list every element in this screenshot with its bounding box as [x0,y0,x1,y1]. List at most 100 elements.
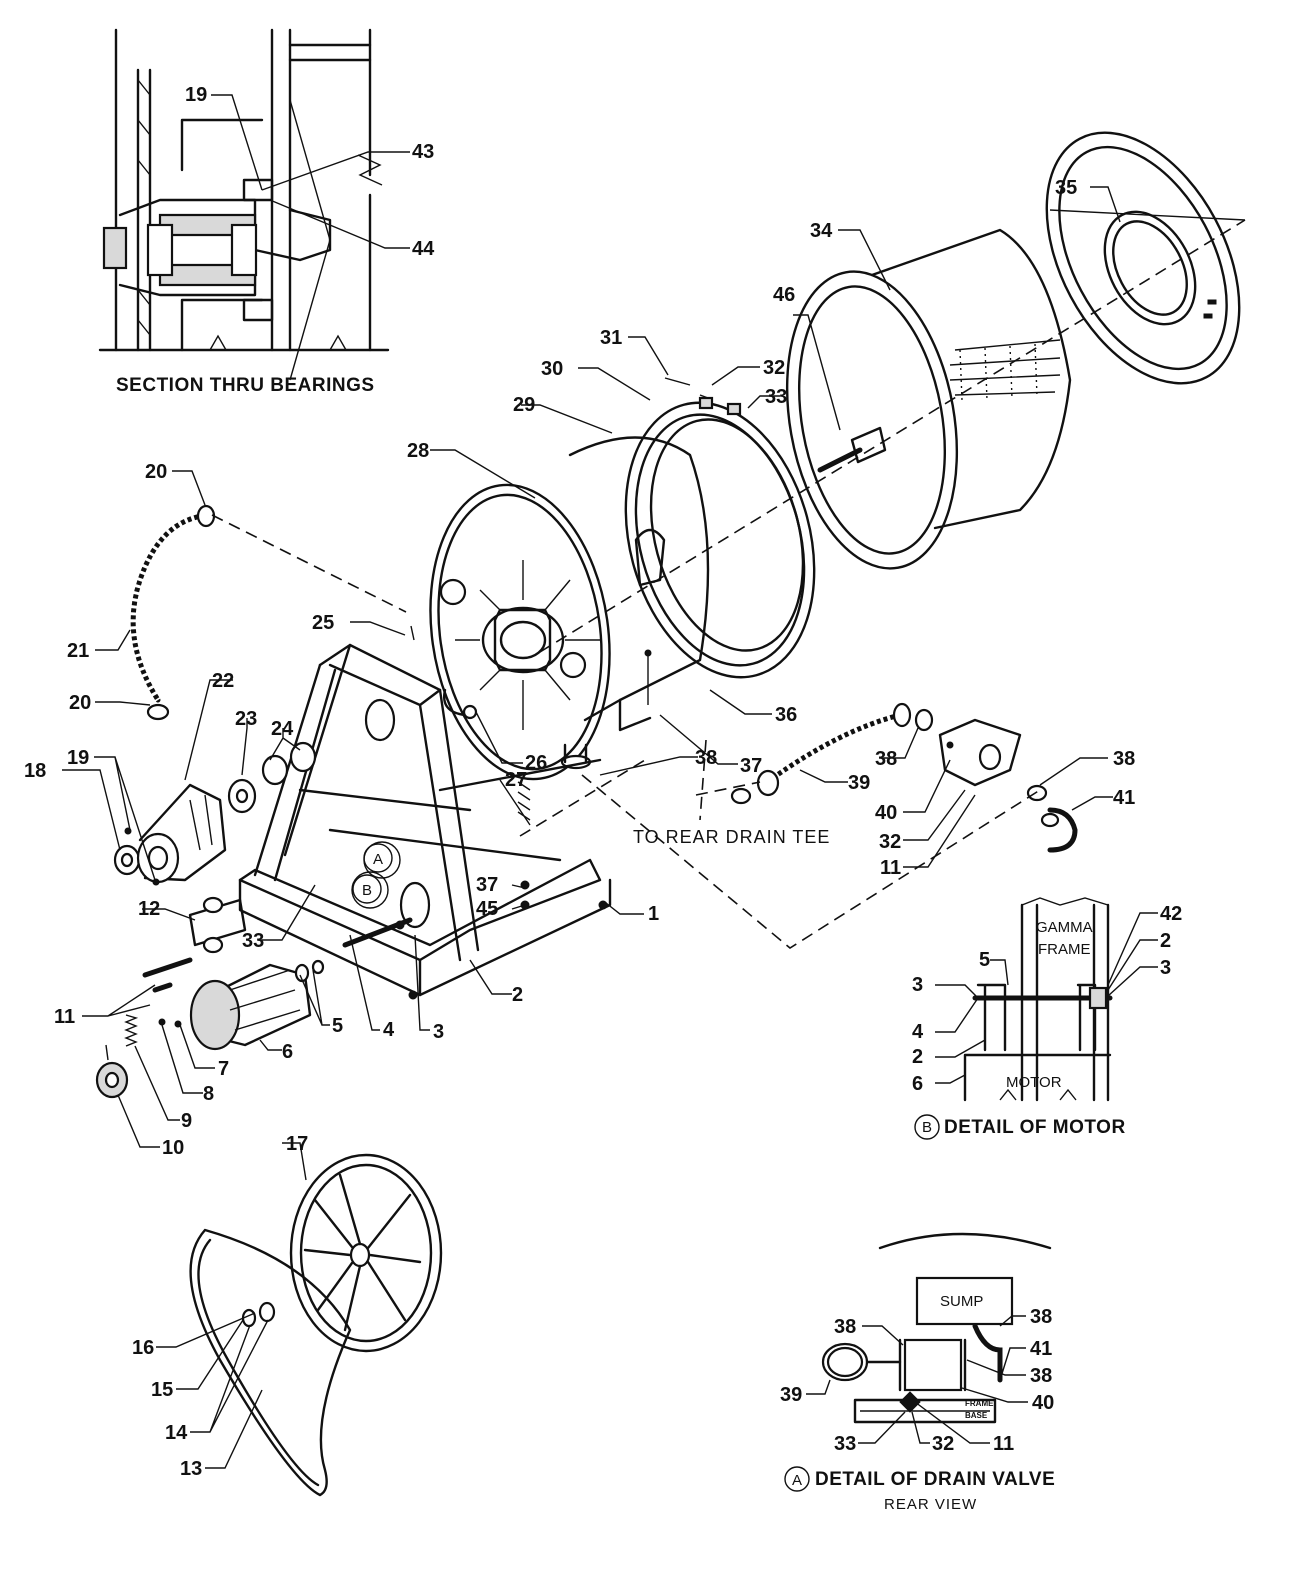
callout-number: 39 [848,772,870,794]
callout-number: 4 [912,1021,924,1043]
drain-detail-callouts: 38 38 38 41 40 39 33 32 11 [780,1306,1054,1455]
callout-number: 36 [775,704,797,726]
inner-basket-part-34 [785,228,1072,570]
callout-number: 32 [932,1433,954,1455]
label-sump: SUMP [940,1293,983,1310]
callout-number: 19 [185,84,207,106]
label-gamma: GAMMA [1036,919,1093,936]
hose-part-39 [756,702,912,797]
callout-number: 41 [1030,1338,1052,1360]
callout-number: 26 [525,752,547,774]
callout-number: 27 [505,769,527,791]
badge-a-detail: A [792,1472,802,1489]
small-hardware-parts [410,377,1048,821]
callout-number: 17 [286,1133,308,1155]
callout-number: 32 [763,357,785,379]
detail-markers [352,843,940,1492]
callout-number: 33 [765,386,787,408]
motor-detail-view [963,897,1113,1102]
label-base-small: BASE [965,1411,988,1420]
assembly-center-lines [211,219,1246,949]
tub-gasket-parts-29-30 [624,396,816,679]
callout-number: 3 [912,974,923,996]
callout-number: 9 [181,1110,192,1132]
callout-number: 31 [600,327,622,349]
callout-number: 35 [1055,177,1077,199]
callout-number: 40 [1032,1392,1054,1414]
callout-number: 11 [880,857,901,879]
callout-number: 8 [203,1083,214,1105]
section-thru-bearings-view [98,28,390,381]
callout-number: 37 [476,874,498,896]
callout-number: 30 [541,358,563,380]
callout-number: 32 [879,831,901,853]
drain-valve-part-40 [938,718,1022,787]
callout-number: 34 [810,220,833,242]
callout-number: 37 [740,755,762,777]
motor-part-6 [142,917,413,1051]
callout-number: 1 [648,903,659,925]
valve-part-12 [188,896,247,954]
callout-number: 2 [912,1046,923,1068]
callout-number: 28 [407,440,429,462]
main-callouts: 1 2 3 4 5 6 7 8 9 10 11 12 13 14 15 16 1… [24,177,1135,1480]
callout-number: 6 [912,1073,923,1095]
callout-number: 39 [780,1384,802,1406]
callout-number: 10 [162,1137,184,1159]
callout-number: 5 [979,949,990,971]
callout-number: 2 [512,984,523,1006]
callout-number: 25 [312,612,334,634]
drive-pulley-part-17 [289,1153,443,1353]
callout-number: 41 [1113,787,1135,809]
caption-detail-of-motor: DETAIL OF MOTOR [944,1117,1126,1138]
callout-number: 23 [235,708,257,730]
callout-number: 38 [875,748,897,770]
caption-section-thru-bearings: SECTION THRU BEARINGS [116,375,375,396]
badge-b-detail: B [922,1119,932,1136]
callout-number: 42 [1160,903,1182,925]
callout-number: 3 [433,1021,444,1043]
elbow-part-41 [1040,807,1078,853]
callout-number: 43 [412,141,434,163]
spring-and-pulley-parts-9-10 [95,1014,182,1099]
callout-number: 38 [834,1316,856,1338]
bearing-hub-parts-18-24 [113,741,317,886]
callout-number: 44 [412,238,435,260]
callout-number: 18 [24,760,46,782]
callout-number: 2 [1160,930,1171,952]
callout-number: 20 [145,461,167,483]
callout-number: 11 [54,1006,75,1028]
callout-number: 20 [69,692,91,714]
badge-b-frame: B [362,882,372,899]
badge-a-frame: A [373,851,383,868]
callout-number: 13 [180,1458,202,1480]
callout-number: 21 [67,640,89,662]
label-frame-small: FRAME [965,1399,994,1408]
callout-number: 33 [242,930,264,952]
bearing-callouts: 19 43 44 [185,84,435,260]
callout-number: 38 [1113,748,1135,770]
callout-number: 46 [773,284,795,306]
motor-detail-callouts: 42 2 3 5 3 4 2 6 [912,903,1182,1095]
callout-number: 24 [271,718,294,740]
callout-number: 19 [67,747,89,769]
caption-detail-of-drain-valve: DETAIL OF DRAIN VALVE [815,1469,1055,1490]
callout-number: 6 [282,1041,293,1063]
callout-number: 11 [993,1433,1014,1455]
callout-number: 38 [695,747,717,769]
caption-rear-view: REAR VIEW [884,1496,977,1513]
outer-tub-part-28 [429,436,710,781]
caption-rear-drain-tee: TO REAR DRAIN TEE [633,827,830,847]
callout-number: 14 [165,1422,188,1444]
callout-number: 7 [218,1058,229,1080]
door-ring-part-35 [1045,131,1246,385]
callout-number: 3 [1160,957,1171,979]
callout-number: 22 [212,670,234,692]
callout-number: 40 [875,802,897,824]
drain-valve-detail-view [821,1232,1052,1424]
callout-number: 5 [332,1015,343,1037]
callout-number: 16 [132,1337,154,1359]
label-frame: FRAME [1038,941,1091,958]
hose-part-21 [129,504,216,721]
